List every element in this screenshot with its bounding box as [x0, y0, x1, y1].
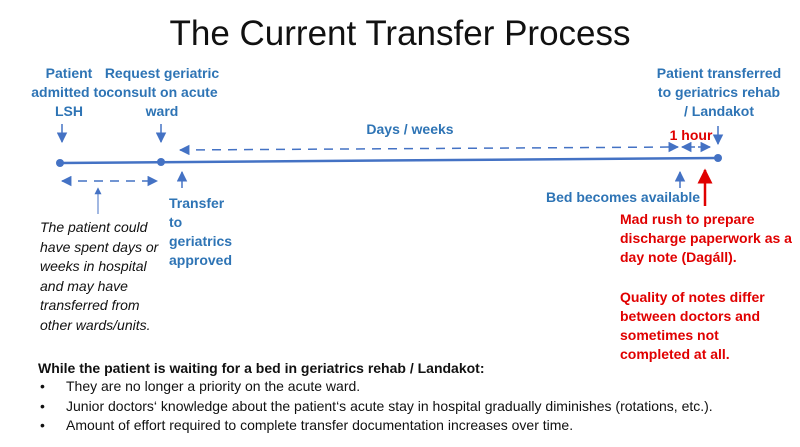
timeline-dot-icon	[714, 154, 722, 162]
label-patient-transferred: Patient transferred to geriatrics rehab …	[656, 65, 782, 119]
bottom-heading: While the patient is waiting for a bed i…	[38, 360, 485, 376]
timeline-dot-icon	[56, 159, 64, 167]
label-patient-admitted: Patient admitted to LSH	[31, 65, 107, 119]
bullet-item: They are no longer a priority on the acu…	[38, 377, 788, 397]
bottom-bullet-list: They are no longer a priority on the acu…	[38, 377, 788, 436]
bullet-item: Junior doctors‘ knowledge about the pati…	[38, 397, 788, 417]
bullet-item: Amount of effort required to complete tr…	[38, 416, 788, 436]
red-note-rush: Mad rush to prepare discharge paperwork …	[620, 211, 792, 265]
dashed-double-arrow-icon	[178, 141, 680, 156]
left-note: The patient could have spent days or wee…	[40, 219, 159, 333]
bottom-section: While the patient is waiting for a bed i…	[38, 360, 788, 436]
label-days-weeks: Days / weeks	[366, 121, 454, 137]
label-one-hour: 1 hour	[669, 127, 713, 143]
timeline-dot-icon	[157, 158, 165, 166]
timeline-line	[59, 156, 719, 165]
label-request-consult: Request geriatric consult on acute ward	[104, 65, 220, 119]
label-bed-available: Bed becomes available	[546, 189, 701, 205]
label-transfer-approved: Transfer to geriatrics approved	[169, 195, 233, 268]
red-note-quality: Quality of notes differ between doctors …	[620, 289, 765, 362]
page-title: The Current Transfer Process	[169, 14, 631, 53]
